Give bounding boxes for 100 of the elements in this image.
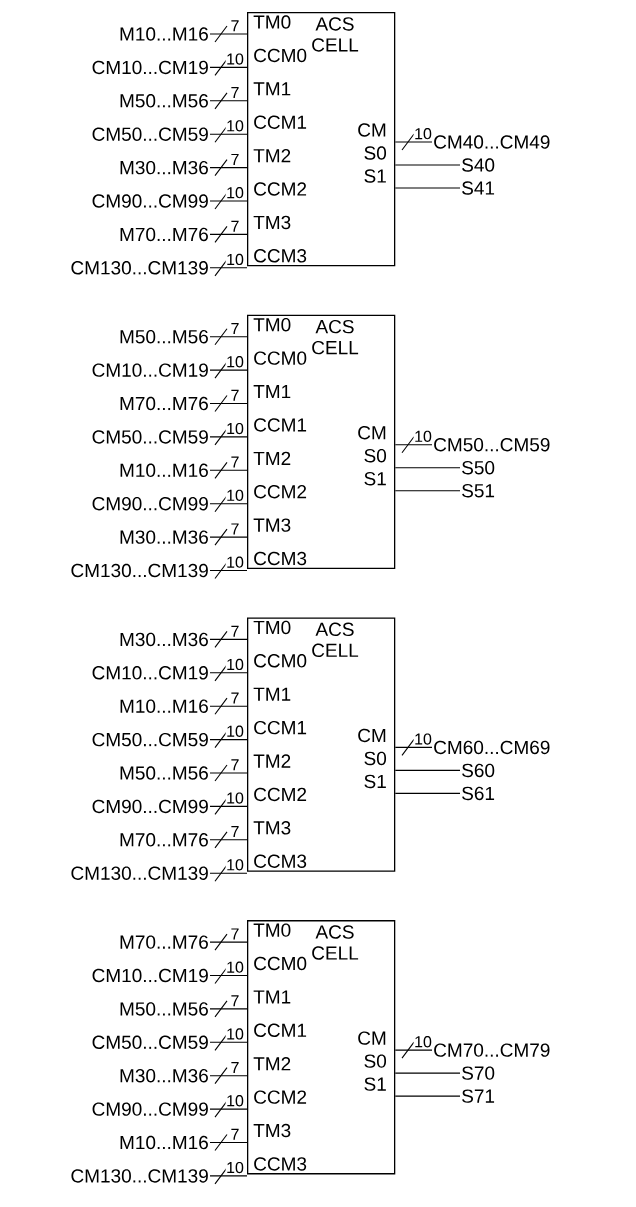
bus-line — [209, 697, 248, 715]
bus-width-label: 7 — [230, 153, 240, 166]
cell-title: ACS CELL — [312, 319, 359, 355]
bus-line — [209, 966, 248, 985]
signal-label: CM10...CM19 — [92, 968, 208, 983]
bus-line — [209, 1100, 248, 1118]
bus-line — [209, 1067, 248, 1085]
pin-label: CCM2 — [254, 485, 307, 499]
bus-line — [209, 933, 248, 951]
pin-label: TM3 — [253, 821, 291, 835]
signal-label: S41 — [462, 181, 495, 195]
signal-label: CM50...CM59 — [92, 127, 208, 141]
signal-label: M30...M36 — [120, 530, 208, 544]
signal-label: CM130...CM139 — [71, 563, 208, 578]
bus-width-label: 7 — [230, 1128, 240, 1141]
bus-width-label: 7 — [230, 1061, 240, 1074]
signal-label: CM60...CM69 — [434, 740, 550, 755]
pin-label: CCM2 — [254, 182, 307, 196]
pin-label: S1 — [364, 472, 386, 486]
signal-label: S61 — [462, 786, 495, 801]
bus-width-label: 10 — [413, 1035, 433, 1048]
pin-label: TM3 — [253, 1123, 291, 1138]
bus-width-label: 10 — [225, 422, 245, 435]
bus-width-label: 7 — [230, 625, 240, 638]
bus-line — [209, 428, 248, 446]
bus-line — [209, 192, 248, 210]
bus-line — [209, 461, 248, 479]
pin-label: CCM3 — [254, 1157, 307, 1171]
pin-label: S0 — [364, 1054, 387, 1068]
pin-label: CM — [358, 1031, 386, 1045]
bus-line — [394, 1041, 433, 1059]
bus-line — [394, 133, 433, 151]
bus-line — [394, 1072, 461, 1074]
signal-label: CM50...CM59 — [92, 1035, 208, 1050]
signal-label: CM90...CM99 — [92, 194, 208, 208]
bus-line — [209, 864, 248, 882]
signal-label: CM90...CM99 — [92, 1102, 208, 1116]
signal-label: M70...M76 — [120, 935, 208, 949]
pin-label: CCM0 — [254, 48, 307, 63]
bus-line — [209, 58, 248, 76]
pin-label: CCM0 — [254, 351, 307, 365]
bus-line — [394, 738, 433, 756]
signal-label: M10...M16 — [120, 699, 208, 713]
pin-label: TM1 — [253, 687, 291, 701]
bus-line — [209, 731, 248, 749]
signal-label: CM50...CM59 — [434, 438, 550, 452]
pin-label: S0 — [364, 751, 387, 766]
bus-width-label: 7 — [230, 994, 240, 1007]
bus-width-label: 7 — [230, 522, 240, 535]
bus-width-label: 7 — [230, 220, 240, 233]
pin-label: S1 — [364, 169, 386, 183]
bus-width-label: 10 — [225, 119, 245, 132]
pin-label: S0 — [364, 449, 387, 463]
bus-line — [209, 1000, 248, 1018]
bus-width-label: 7 — [230, 19, 240, 32]
signal-label: CM50...CM59 — [92, 430, 208, 444]
bus-line — [209, 630, 248, 648]
bus-line — [209, 528, 248, 546]
bus-line — [209, 1033, 248, 1051]
pin-label: S1 — [364, 1077, 386, 1091]
signal-label: CM70...CM79 — [434, 1043, 550, 1057]
bus-line — [209, 495, 248, 513]
bus-line — [394, 490, 461, 492]
bus-width-label: 7 — [230, 758, 240, 771]
bus-width-label: 10 — [225, 791, 245, 805]
signal-label: S40 — [462, 158, 495, 172]
pin-label: TM2 — [253, 754, 291, 768]
signal-label: M10...M16 — [120, 27, 208, 41]
bus-line — [209, 259, 248, 277]
bus-line — [209, 797, 248, 815]
signal-label: M70...M76 — [120, 227, 208, 242]
signal-label: CM10...CM19 — [92, 363, 208, 377]
bus-line — [209, 125, 248, 143]
bus-line — [209, 92, 248, 110]
signal-label: M50...M56 — [120, 94, 208, 108]
pin-label: TM3 — [253, 518, 291, 532]
pin-label: CM — [358, 123, 386, 137]
bus-width-label: 10 — [225, 1094, 245, 1107]
bus-width-label: 10 — [225, 858, 245, 871]
signal-label: CM130...CM139 — [71, 1169, 208, 1183]
bus-width-label: 10 — [225, 725, 245, 738]
pin-label: CCM0 — [254, 956, 307, 971]
bus-line — [394, 164, 461, 166]
bus-line — [394, 436, 433, 454]
bus-line — [209, 361, 248, 379]
bus-width-label: 7 — [230, 927, 240, 940]
signal-label: CM50...CM59 — [92, 732, 208, 747]
signal-label: CM90...CM99 — [92, 799, 208, 814]
bus-width-label: 10 — [225, 186, 245, 199]
pin-label: CCM3 — [254, 854, 307, 868]
pin-label: S0 — [364, 146, 387, 160]
pin-label: CCM1 — [254, 418, 307, 432]
bus-line — [209, 225, 248, 243]
pin-label: TM0 — [253, 318, 291, 332]
pin-label: TM1 — [253, 385, 291, 399]
signal-label: M10...M16 — [120, 1135, 208, 1150]
bus-width-label: 10 — [225, 1161, 245, 1174]
signal-label: M70...M76 — [120, 833, 208, 847]
signal-label: CM10...CM19 — [92, 60, 208, 75]
signal-label: M50...M56 — [120, 1002, 208, 1016]
